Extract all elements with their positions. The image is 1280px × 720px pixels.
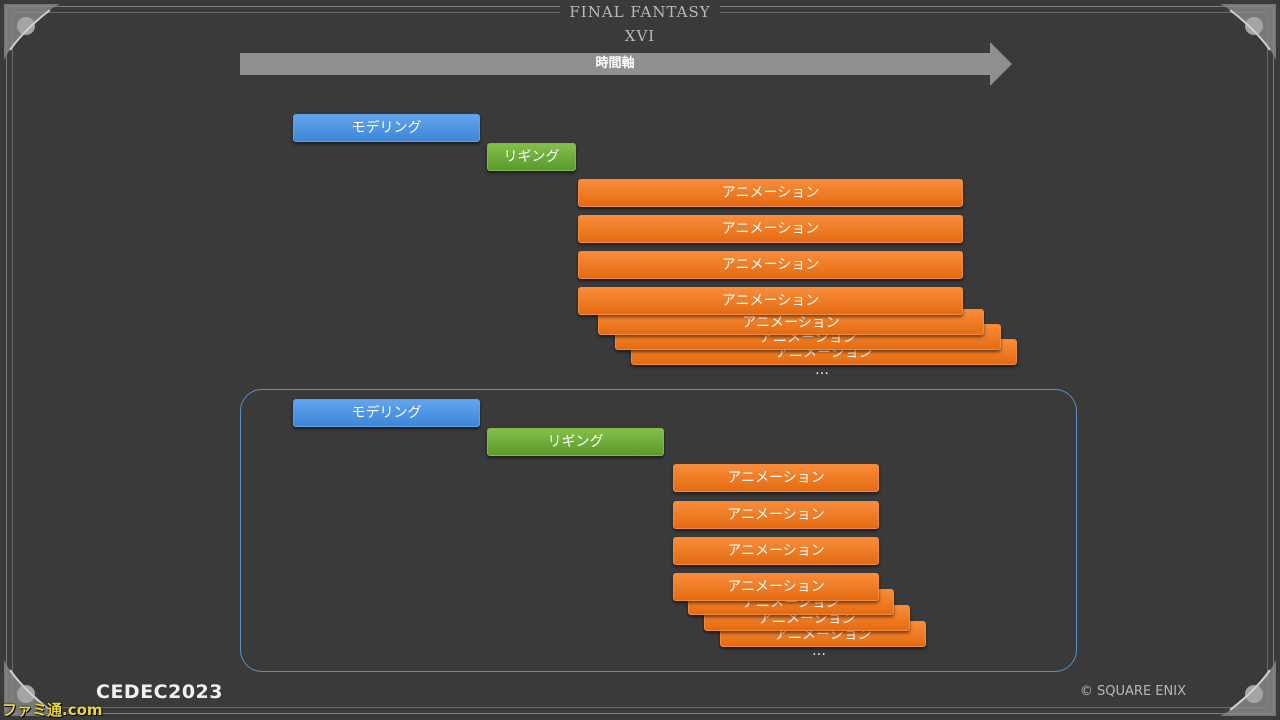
upper-continuation-ellipsis: … <box>815 362 829 378</box>
upper-animation-bar: アニメーション <box>578 179 963 207</box>
upper-rigging-bar: リギング <box>487 143 576 171</box>
corner-ornament-bottom-right-icon <box>1220 660 1276 716</box>
upper-animation-bar: アニメーション <box>578 287 963 315</box>
corner-ornament-top-left-icon <box>4 4 60 60</box>
corner-ornament-top-right-icon <box>1220 4 1276 60</box>
game-title: FINAL FANTASY XVI <box>560 0 720 45</box>
cedec-logo: CEDEC2023 <box>96 681 223 703</box>
lower-animation-bar: アニメーション <box>673 464 879 492</box>
grouped-flow-box <box>240 389 1077 672</box>
lower-continuation-ellipsis: … <box>812 643 826 659</box>
upper-animation-bar: アニメーション <box>578 215 963 243</box>
copyright-text: © SQUARE ENIX <box>1079 684 1186 699</box>
lower-animation-bar: アニメーション <box>673 573 879 601</box>
upper-animation-bar: アニメーション <box>578 251 963 279</box>
lower-animation-bar: アニメーション <box>673 501 879 529</box>
lower-modeling-bar: モデリング <box>293 399 480 427</box>
watermark-logo: ファミ通.com <box>2 701 103 719</box>
timeline-label: 時間軸 <box>595 56 635 71</box>
timeline-arrow <box>240 42 1012 86</box>
corner-ornament-bottom-left-icon <box>4 660 60 716</box>
lower-animation-bar: アニメーション <box>673 537 879 565</box>
lower-rigging-bar: リギング <box>487 428 664 456</box>
upper-modeling-bar: モデリング <box>293 114 480 142</box>
